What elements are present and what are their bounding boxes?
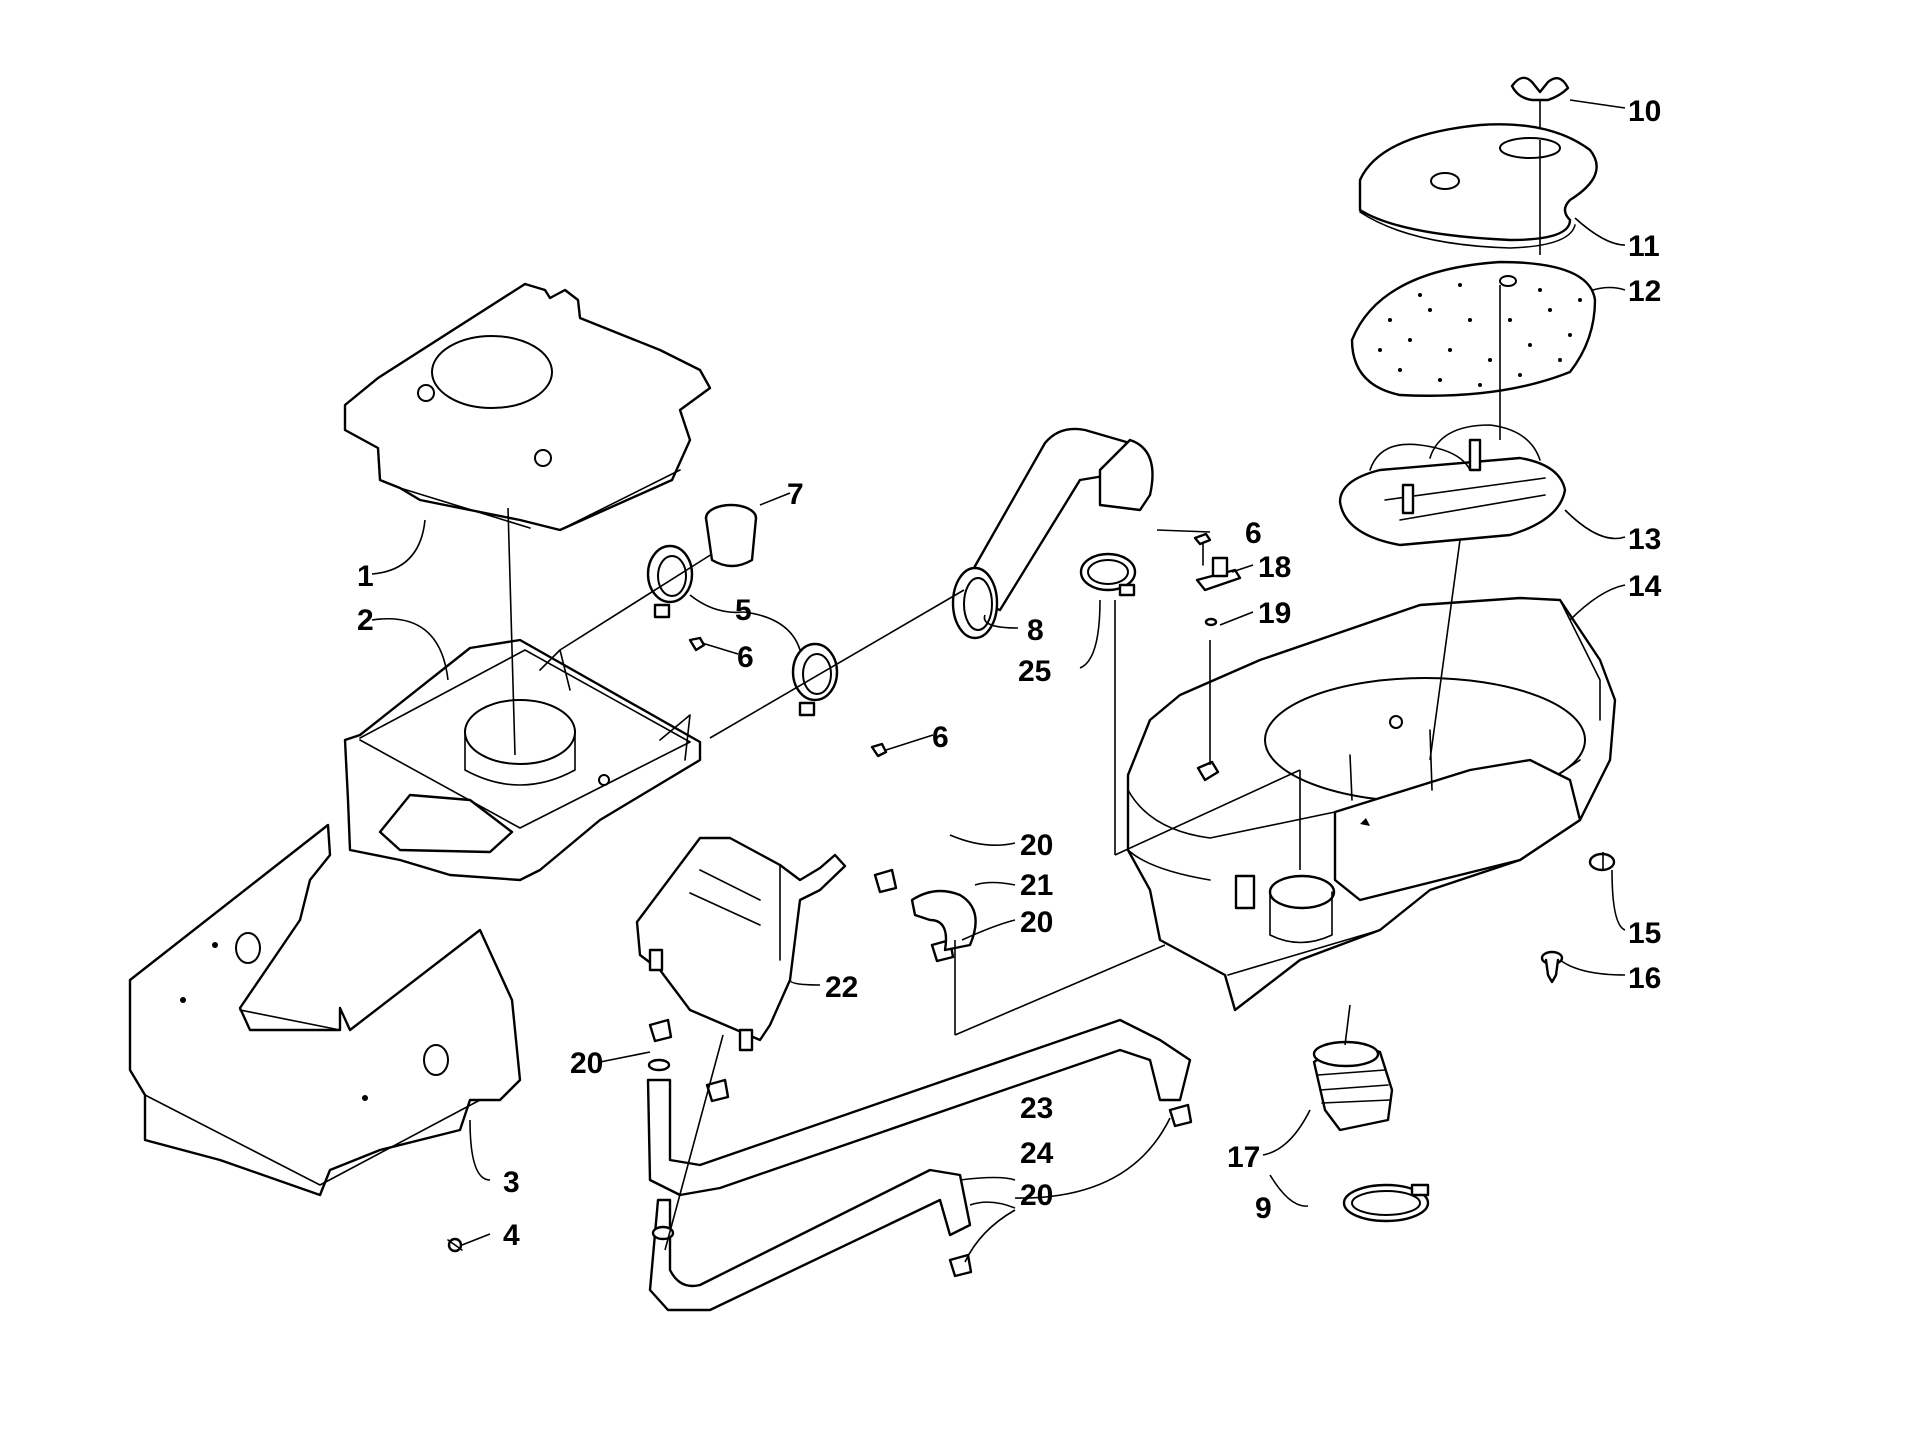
part-3-heat-shield xyxy=(128,823,522,1197)
part-17-boot xyxy=(1312,1040,1394,1132)
part-15-grommet xyxy=(1588,852,1616,872)
foam-texture xyxy=(1378,283,1582,387)
callout-21: 21 xyxy=(1020,869,1053,902)
callout-6-middle: 6 xyxy=(932,721,949,754)
callout-15: 15 xyxy=(1628,917,1661,950)
callout-10: 10 xyxy=(1628,95,1661,128)
part-7-sleeve xyxy=(704,503,758,568)
part-23-hose xyxy=(648,1168,972,1312)
callout-2: 2 xyxy=(357,604,374,637)
part-5-clamps xyxy=(646,544,839,717)
callout-6-right: 6 xyxy=(1245,517,1262,550)
callout-13: 13 xyxy=(1628,523,1661,556)
part-11-cover-plate xyxy=(1358,123,1598,249)
part-8-intake-tube xyxy=(951,427,1154,640)
part-9-clamp xyxy=(1342,1183,1430,1223)
callout-labels: 1 2 3 4 5 6 6 6 7 8 9 10 11 12 13 14 15 … xyxy=(357,95,1662,1252)
part-25-clamp xyxy=(1079,552,1137,597)
part-13-filter-cage xyxy=(1338,424,1567,547)
callout-22: 22 xyxy=(825,971,858,1004)
part-24-hose xyxy=(646,1018,1192,1197)
callout-3: 3 xyxy=(503,1166,520,1199)
callout-20-upper: 20 xyxy=(1020,906,1053,939)
callout-5: 5 xyxy=(735,594,752,627)
callout-20-bottom: 20 xyxy=(1020,1179,1053,1212)
callout-9: 9 xyxy=(1255,1192,1272,1225)
part-1-cover xyxy=(343,282,712,532)
callout-6-left: 6 xyxy=(737,641,754,674)
callout-19: 19 xyxy=(1258,597,1291,630)
leader-lines xyxy=(371,99,1626,1263)
callout-8: 8 xyxy=(1027,614,1044,647)
callout-24: 24 xyxy=(1020,1137,1054,1170)
part-18-bracket xyxy=(1195,556,1242,592)
callout-12: 12 xyxy=(1628,275,1661,308)
callout-11: 11 xyxy=(1628,230,1660,263)
callout-20-top: 20 xyxy=(1020,829,1053,862)
callout-4: 4 xyxy=(503,1219,520,1252)
callout-16: 16 xyxy=(1628,962,1661,995)
callout-14: 14 xyxy=(1628,570,1662,603)
callout-17: 17 xyxy=(1227,1141,1260,1174)
part-2-airbox-base xyxy=(343,638,702,882)
part-14-main-airbox xyxy=(1126,596,1617,1012)
callout-7: 7 xyxy=(787,478,804,511)
part-21-elbow-hose xyxy=(910,889,977,952)
callout-23: 23 xyxy=(1020,1092,1053,1125)
callout-18: 18 xyxy=(1258,551,1291,584)
part-12-foam-filter xyxy=(1350,260,1597,397)
callout-20-left: 20 xyxy=(570,1047,603,1080)
callout-1: 1 xyxy=(357,560,374,593)
part-4-screw xyxy=(447,1237,463,1253)
part-22-reservoir xyxy=(635,836,847,1052)
part-19-washer xyxy=(1204,617,1218,627)
callout-25: 25 xyxy=(1018,655,1051,688)
part-16-push-pin xyxy=(1540,950,1564,984)
part-6-screws xyxy=(688,532,1212,758)
